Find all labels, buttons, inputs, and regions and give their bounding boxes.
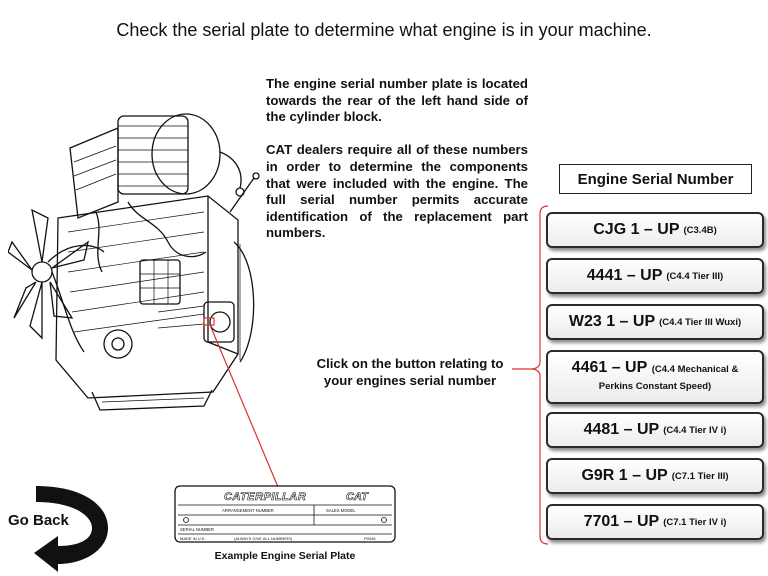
curved-arrow-back-icon: [34, 486, 108, 572]
serial-button-w23[interactable]: W23 1 – UP (C4.4 Tier III Wuxi): [546, 304, 764, 340]
click-hint: Click on the button relating to your eng…: [300, 355, 520, 389]
serial-button-code: 7701 – UP: [583, 513, 660, 530]
serial-button-7701[interactable]: 7701 – UP (C7.1 Tier IV i): [546, 504, 764, 540]
serial-button-code: 4461 – UP: [571, 359, 648, 376]
page-title: Check the serial plate to determine what…: [116, 20, 652, 40]
serial-button-model: (C7.1 Tier IV i): [663, 516, 727, 528]
engine-serial-number-header: Engine Serial Number: [559, 164, 752, 194]
go-back-button[interactable]: [4, 480, 114, 572]
plate-serial-label: SERIAL NUMBER: [180, 527, 214, 532]
click-hint-line-2: your engines serial number: [323, 373, 497, 388]
serial-button-code: 4481 – UP: [583, 421, 660, 438]
serial-button-model: (C7.1 Tier III): [671, 470, 729, 482]
serial-button-4481[interactable]: 4481 – UP (C4.4 Tier IV i): [546, 412, 764, 448]
serial-button-cjg[interactable]: CJG 1 – UP (C3.4B): [546, 212, 764, 248]
info-text: The engine serial number plate is locate…: [266, 76, 528, 259]
engine-illustration: [8, 113, 260, 411]
example-serial-plate: CATERPILLAR CAT ARRANGEMENT NUMBER SALES…: [174, 485, 396, 543]
info-paragraph-dealer-requirements: CAT dealers require all of these numbers…: [266, 142, 528, 241]
serial-button-4461[interactable]: 4461 – UP (C4.4 Mechanical & Perkins Con…: [546, 350, 764, 404]
serial-button-model: (C4.4 Tier IV i): [663, 424, 727, 436]
serial-button-code: G9R 1 – UP: [581, 467, 668, 484]
plate-sales-model-label: SALES MODEL: [326, 508, 356, 513]
go-back-label[interactable]: Go Back: [8, 512, 69, 529]
serial-button-4441[interactable]: 4441 – UP (C4.4 Tier III): [546, 258, 764, 294]
serial-button-model: (C3.4B): [683, 224, 717, 236]
plate-arrangement-label: ARRANGEMENT NUMBER: [222, 508, 274, 513]
serial-button-model: (C4.4 Tier III Wuxi): [659, 316, 742, 328]
plate-footer-left: MADE IN U.K.: [180, 536, 206, 541]
serial-button-code: W23 1 – UP: [568, 313, 656, 330]
serial-button-code: CJG 1 – UP: [593, 221, 680, 238]
serial-button-model: (C4.4 Tier III): [666, 270, 724, 282]
serial-button-g9r[interactable]: G9R 1 – UP (C7.1 Tier III): [546, 458, 764, 494]
serial-button-model: (C4.4 Mechanical &: [651, 364, 739, 375]
info-paragraph-plate-location: The engine serial number plate is locate…: [266, 76, 528, 125]
plate-footer-mid: (ALWAYS GIVE ALL NUMBERS): [234, 536, 293, 541]
click-hint-line-1: Click on the button relating to: [316, 356, 504, 371]
plate-logo: CAT: [346, 491, 369, 503]
serial-button-model-line-2: Perkins Constant Speed): [598, 381, 712, 392]
plate-caption: Example Engine Serial Plate: [214, 550, 356, 562]
plate-footer-right: P0046: [364, 536, 376, 541]
serial-button-code: 4441 – UP: [586, 267, 663, 284]
plate-brand: CATERPILLAR: [224, 491, 306, 503]
